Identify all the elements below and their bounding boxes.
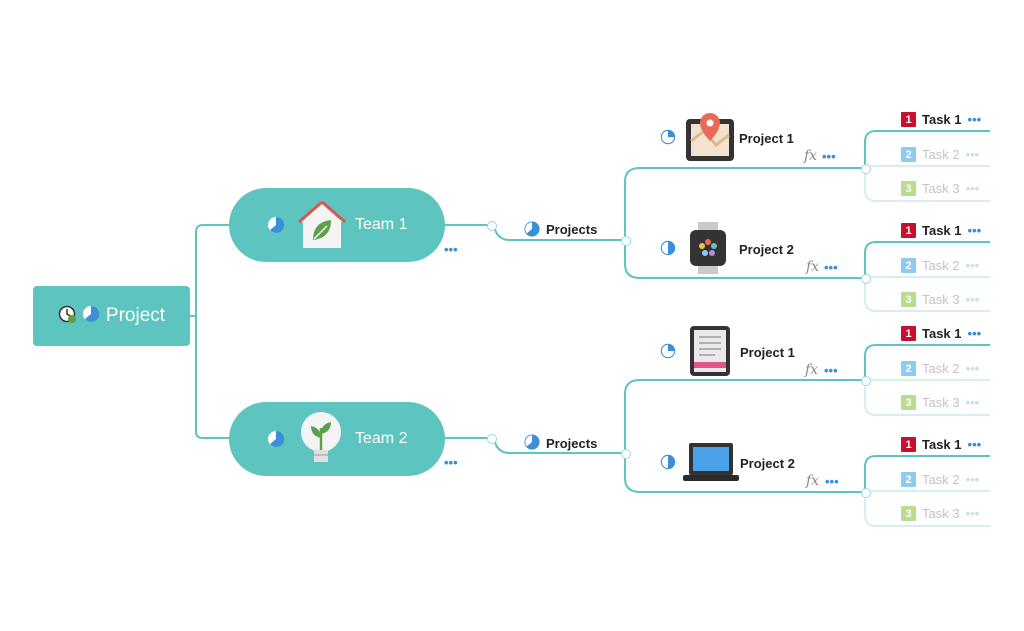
- task-item[interactable]: 3 Task 3 •••: [901, 506, 979, 521]
- more-options-icon[interactable]: •••: [965, 394, 980, 410]
- task-label: Task 1: [922, 326, 962, 341]
- subtopic-label[interactable]: Projects: [546, 222, 598, 237]
- project-label[interactable]: Project 2: [740, 456, 795, 471]
- collapse-handle[interactable]: [487, 221, 497, 231]
- project-label[interactable]: Project 1: [740, 345, 795, 360]
- task-label: Task 2: [922, 361, 960, 376]
- priority-1-icon: 1: [901, 437, 916, 452]
- more-options-icon[interactable]: •••: [965, 180, 980, 196]
- task-label: Task 3: [922, 181, 960, 196]
- collapse-handle[interactable]: [861, 488, 871, 498]
- priority-3-icon: 3: [901, 181, 916, 196]
- pie-progress-icon: [267, 430, 285, 453]
- priority-3-icon: 3: [901, 506, 916, 521]
- collapse-handle[interactable]: [621, 449, 631, 459]
- task-item[interactable]: 3 Task 3 •••: [901, 395, 979, 410]
- project-label[interactable]: Project 1: [739, 131, 794, 146]
- task-item[interactable]: 3 Task 3 •••: [901, 181, 979, 196]
- priority-1-icon: 1: [901, 223, 916, 238]
- priority-1-icon: 1: [901, 326, 916, 341]
- task-item[interactable]: 1 Task 1 •••: [901, 112, 981, 127]
- more-options-icon[interactable]: •••: [967, 222, 982, 238]
- formula-icon[interactable]: fx: [806, 473, 820, 489]
- more-options-icon[interactable]: •••: [965, 291, 980, 307]
- team-topic-1[interactable]: Team 1: [229, 188, 445, 262]
- task-label: Task 2: [922, 147, 960, 162]
- more-options-icon[interactable]: •••: [822, 149, 836, 164]
- more-options-icon[interactable]: •••: [965, 360, 980, 376]
- task-item[interactable]: 3 Task 3 •••: [901, 292, 979, 307]
- task-item[interactable]: 2 Task 2 •••: [901, 472, 979, 487]
- task-label: Task 3: [922, 292, 960, 307]
- priority-1-icon: 1: [901, 112, 916, 127]
- collapse-handle[interactable]: [861, 274, 871, 284]
- quarter-progress-icon: [660, 129, 676, 150]
- formula-icon[interactable]: fx: [805, 362, 819, 378]
- more-options-icon[interactable]: •••: [824, 260, 838, 275]
- more-options-icon[interactable]: •••: [967, 325, 982, 341]
- collapse-handle[interactable]: [861, 376, 871, 386]
- more-options-icon[interactable]: •••: [444, 455, 458, 470]
- collapse-handle[interactable]: [621, 236, 631, 246]
- more-options-icon[interactable]: •••: [965, 471, 980, 487]
- task-label: Task 1: [922, 223, 962, 238]
- more-options-icon[interactable]: •••: [825, 474, 839, 489]
- pie-progress-icon: [82, 305, 100, 328]
- task-item[interactable]: 2 Task 2 •••: [901, 258, 979, 273]
- task-item[interactable]: 2 Task 2 •••: [901, 147, 979, 162]
- more-options-icon[interactable]: •••: [965, 505, 980, 521]
- map-pin-icon: [684, 111, 736, 168]
- collapse-handle[interactable]: [487, 434, 497, 444]
- task-label: Task 3: [922, 395, 960, 410]
- task-label: Task 1: [922, 437, 962, 452]
- priority-3-icon: 3: [901, 292, 916, 307]
- subtopic-label[interactable]: Projects: [546, 436, 598, 451]
- task-item[interactable]: 1 Task 1 •••: [901, 326, 981, 341]
- more-options-icon[interactable]: •••: [444, 242, 458, 257]
- more-options-icon[interactable]: •••: [967, 436, 982, 452]
- root-label: Project: [105, 305, 166, 326]
- priority-2-icon: 2: [901, 258, 916, 273]
- team-topic-2[interactable]: Team 2: [229, 402, 445, 476]
- pie-progress-icon: [524, 221, 540, 242]
- task-label: Task 2: [922, 258, 960, 273]
- laptop-icon: [683, 441, 739, 488]
- smartwatch-icon: [688, 222, 728, 279]
- pie-progress-icon: [524, 434, 540, 455]
- more-options-icon[interactable]: •••: [824, 363, 838, 378]
- priority-2-icon: 2: [901, 472, 916, 487]
- priority-2-icon: 2: [901, 361, 916, 376]
- more-options-icon[interactable]: •••: [967, 111, 982, 127]
- tablet-document-icon: [688, 324, 732, 383]
- task-label: Task 2: [922, 472, 960, 487]
- task-item[interactable]: 2 Task 2 •••: [901, 361, 979, 376]
- task-label: Task 3: [922, 506, 960, 521]
- team-label: Team 1: [355, 216, 408, 233]
- house-leaf-icon: [295, 198, 349, 257]
- clock-progress-icon: [58, 305, 76, 328]
- root-topic[interactable]: Project: [33, 286, 190, 346]
- task-item[interactable]: 1 Task 1 •••: [901, 437, 981, 452]
- more-options-icon[interactable]: •••: [965, 146, 980, 162]
- formula-icon[interactable]: fx: [806, 259, 820, 275]
- lightbulb-plant-icon: [299, 410, 343, 473]
- priority-3-icon: 3: [901, 395, 916, 410]
- project-label[interactable]: Project 2: [739, 242, 794, 257]
- formula-icon[interactable]: fx: [804, 148, 818, 164]
- half-progress-icon: [660, 454, 676, 475]
- team-label: Team 2: [355, 430, 408, 447]
- more-options-icon[interactable]: •••: [965, 257, 980, 273]
- pie-progress-icon: [267, 216, 285, 239]
- priority-2-icon: 2: [901, 147, 916, 162]
- quarter-progress-icon: [660, 343, 676, 364]
- half-progress-icon: [660, 240, 676, 261]
- collapse-handle[interactable]: [861, 164, 871, 174]
- task-label: Task 1: [922, 112, 962, 127]
- task-item[interactable]: 1 Task 1 •••: [901, 223, 981, 238]
